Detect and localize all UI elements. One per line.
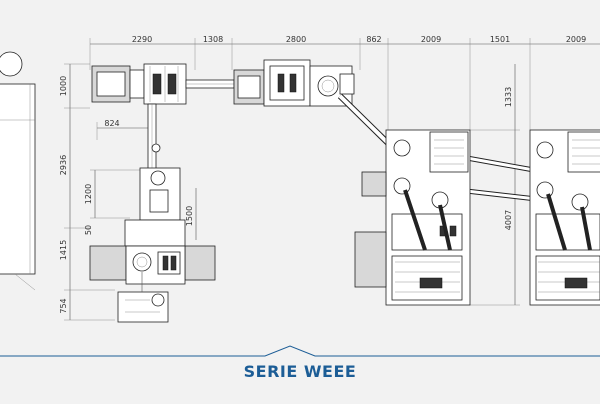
dim-top-2: 1308	[203, 35, 223, 44]
separation-line-1	[354, 129, 471, 306]
dim-top-7: 2009	[566, 35, 586, 44]
dim-inner-824: 824	[104, 119, 119, 128]
dim-top-3: 2800	[286, 35, 306, 44]
dim-left-4: 754	[59, 298, 68, 313]
secondary-shredder	[233, 59, 355, 107]
top-dimension-chain: 2290 1308 2800 862 2009 1501 2009	[89, 35, 600, 130]
dim-top-4: 862	[366, 35, 381, 44]
roof-divider	[0, 345, 600, 357]
primary-shredder	[91, 63, 187, 105]
dim-left-2: 2936	[59, 155, 68, 175]
conveyor-horizontal	[185, 79, 235, 89]
dim-top-5: 2009	[421, 35, 441, 44]
dim-right-4007: 4007	[504, 210, 513, 230]
dim-top-6: 1501	[490, 35, 510, 44]
right-dimensions: 1333 4007	[470, 64, 520, 306]
dim-inner-1500: 1500	[185, 206, 194, 226]
dim-right-1333: 1333	[504, 87, 513, 107]
vertical-conveyor	[147, 103, 161, 171]
series-caption: SERIE WEEE	[243, 362, 357, 381]
dim-inner-1200: 1200	[84, 184, 93, 204]
dim-left-3: 1415	[59, 240, 68, 260]
separation-line-2	[529, 129, 600, 306]
separation-unit	[89, 167, 216, 323]
left-building	[0, 51, 36, 291]
dim-inner-50: 50	[84, 225, 93, 235]
left-dimension-chain: 1000 2936 1415 754	[59, 63, 115, 321]
dim-top-1: 2290	[132, 35, 152, 44]
dim-left-1: 1000	[59, 76, 68, 96]
